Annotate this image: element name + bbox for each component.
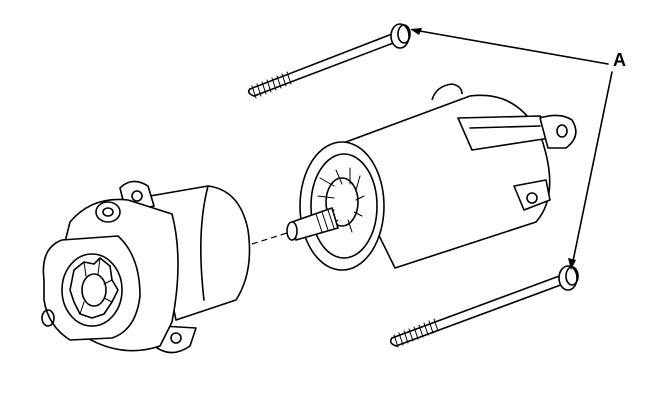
callout-label-a: A <box>613 50 626 70</box>
drive-end-housing <box>41 180 251 354</box>
callout-a: A <box>410 28 626 270</box>
through-bolt-upper <box>247 23 411 99</box>
assembly-axis-line <box>251 231 291 245</box>
motor-yoke-armature <box>286 83 577 271</box>
pinion-gear <box>69 257 119 319</box>
through-bolt-lower <box>389 265 579 348</box>
